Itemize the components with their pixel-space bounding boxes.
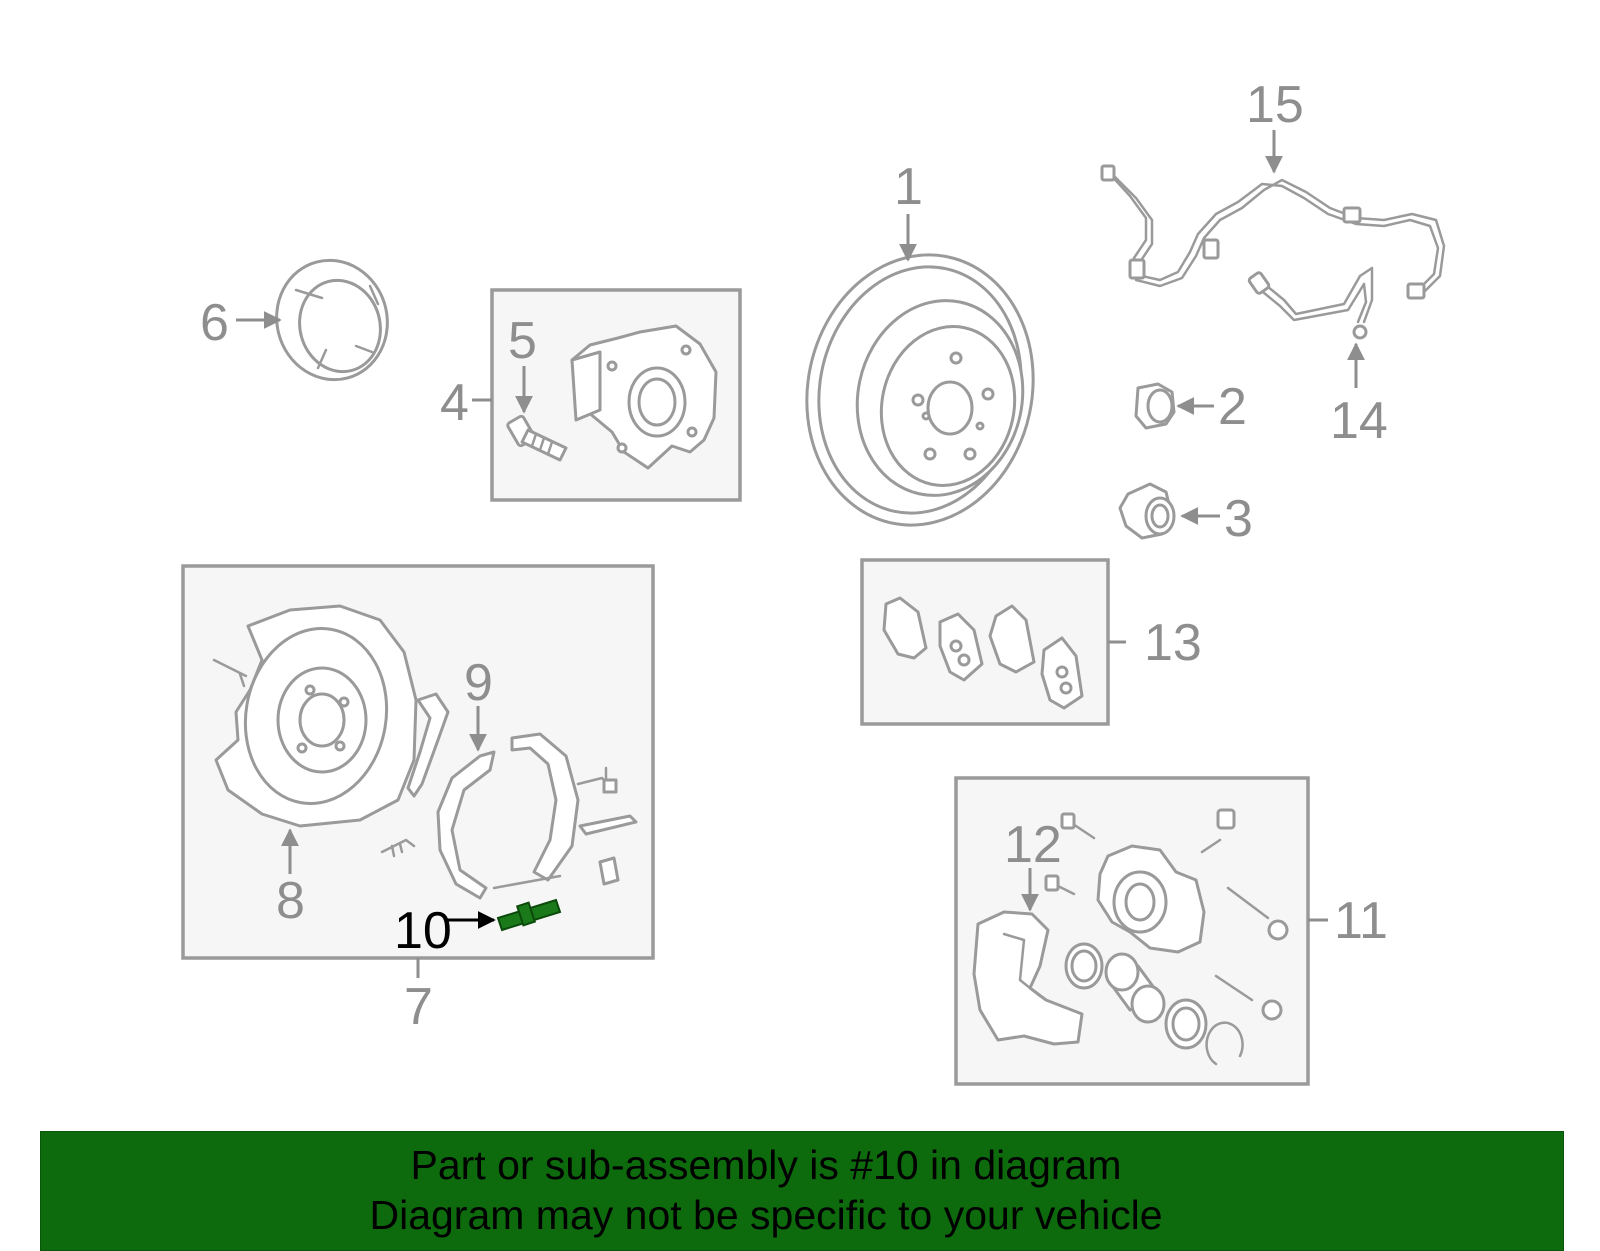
callout-4: 4 bbox=[440, 374, 469, 432]
callout-5: 5 bbox=[508, 312, 537, 370]
callout-6: 6 bbox=[200, 294, 229, 352]
hub-bearing-part[interactable] bbox=[570, 324, 718, 470]
callout-15: 15 bbox=[1246, 76, 1304, 134]
callout-12: 12 bbox=[1004, 816, 1062, 874]
brake-rotor-part[interactable] bbox=[782, 234, 1058, 547]
banner-line-disclaimer: Diagram may not be specific to your vehi… bbox=[369, 1192, 1163, 1238]
callout-14: 14 bbox=[1330, 392, 1388, 450]
caliper-piston-seals-part[interactable] bbox=[1064, 942, 1244, 1066]
callout-1: 1 bbox=[894, 158, 923, 216]
callout-7: 7 bbox=[404, 978, 433, 1036]
caliper-bracket-part[interactable] bbox=[972, 910, 1084, 1046]
abs-sensor-harness-part[interactable] bbox=[1100, 164, 1446, 300]
hub-nut-part[interactable] bbox=[1118, 482, 1176, 540]
brake-pad-kit-part[interactable] bbox=[882, 596, 1084, 710]
callout-8: 8 bbox=[276, 872, 305, 930]
hub-cap-part[interactable] bbox=[1134, 382, 1176, 430]
hub-bolt-part[interactable] bbox=[506, 414, 568, 462]
backing-plate-part[interactable] bbox=[212, 604, 418, 828]
parking-brake-shoes-part[interactable] bbox=[406, 692, 580, 900]
notice-banner: Part or sub-assembly is #10 in diagram D… bbox=[40, 1131, 1564, 1251]
brake-hardware-part[interactable] bbox=[380, 766, 638, 886]
callout-9: 9 bbox=[464, 654, 493, 712]
callout-11: 11 bbox=[1334, 892, 1388, 950]
callout-3: 3 bbox=[1224, 490, 1253, 548]
caliper-assembly-part[interactable] bbox=[1044, 808, 1289, 1021]
dust-cover-ring-part[interactable] bbox=[263, 248, 400, 392]
brake-hose-part[interactable] bbox=[1247, 266, 1374, 340]
callout-2: 2 bbox=[1218, 378, 1247, 436]
adjuster-assembly-part-highlighted[interactable] bbox=[496, 898, 562, 932]
banner-line-part-number: Part or sub-assembly is #10 in diagram bbox=[410, 1142, 1122, 1188]
callout-13: 13 bbox=[1144, 614, 1202, 672]
callout-10: 10 bbox=[394, 902, 452, 960]
